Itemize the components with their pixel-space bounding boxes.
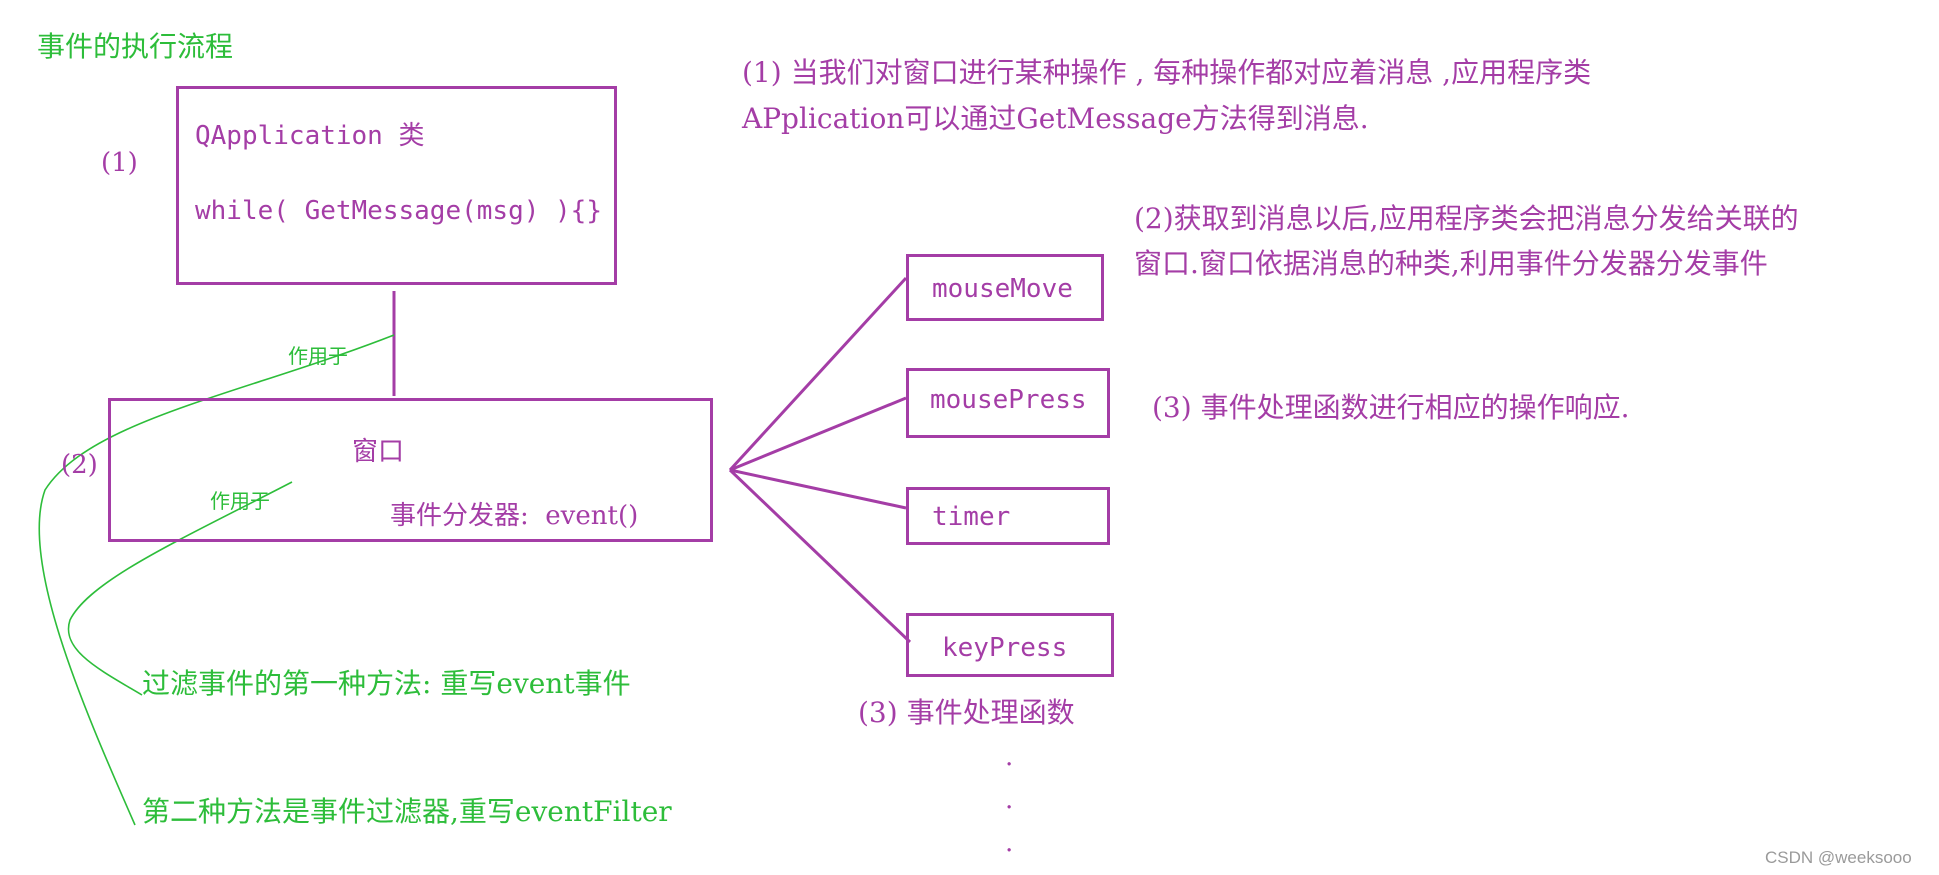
ellipsis-dot-1: .	[1005, 742, 1014, 772]
fan-line-keypress	[728, 468, 912, 644]
handlers-caption: (3) 事件处理函数	[858, 696, 1075, 729]
fan-line-timer	[729, 468, 907, 510]
handler-box-timer	[906, 487, 1110, 545]
fan-line-mousepress	[729, 396, 907, 472]
note-step3: (3) 事件处理函数进行相应的操作响应.	[1152, 391, 1630, 424]
acts-on-label-1: 作用于	[288, 344, 348, 368]
handler-label-timer: timer	[932, 502, 1011, 532]
step-2-label: (2)	[61, 450, 98, 480]
diagram-title: 事件的执行流程	[37, 30, 234, 63]
note-step1-line2: APplication可以通过GetMessage方法得到消息.	[742, 102, 1369, 135]
filter-method-1: 过滤事件的第一种方法: 重写event事件	[142, 667, 631, 700]
note-step2-line2: 窗口.窗口依据消息的种类,利用事件分发器分发事件	[1134, 247, 1768, 280]
handler-box-mousepress	[906, 368, 1110, 438]
window-label: 窗口	[352, 437, 405, 467]
handler-label-mousepress: mousePress	[930, 385, 1087, 415]
window-box	[108, 398, 713, 542]
watermark: CSDN @weeksooo	[1765, 848, 1912, 867]
filter-curve-outer	[38, 334, 395, 826]
filter-method-2: 第二种方法是事件过滤器,重写eventFilter	[142, 795, 672, 828]
acts-on-label-2: 作用于	[210, 489, 270, 513]
fan-line-mousemove	[728, 276, 908, 472]
handler-box-mousemove	[906, 254, 1104, 321]
handler-label-keypress: keyPress	[942, 633, 1068, 663]
note-step2-line1: (2)获取到消息以后,应用程序类会把消息分发给关联的	[1134, 202, 1799, 235]
application-box	[176, 86, 617, 285]
note-step1-line1: (1) 当我们对窗口进行某种操作 , 每种操作都对应着消息 ,应用程序类	[742, 56, 1592, 89]
ellipsis-dot-2: .	[1005, 785, 1014, 815]
handler-box-keypress	[906, 613, 1114, 677]
message-loop-code: while( GetMessage(msg) ){}	[195, 196, 602, 226]
event-dispatcher-label: 事件分发器: event()	[390, 501, 639, 531]
step-1-label: (1)	[101, 148, 138, 178]
filter-curve-inner	[67, 481, 293, 696]
ellipsis-dot-3: .	[1005, 828, 1014, 858]
handler-label-mousemove: mouseMove	[932, 274, 1073, 304]
application-class-label: QApplication 类	[195, 121, 425, 151]
